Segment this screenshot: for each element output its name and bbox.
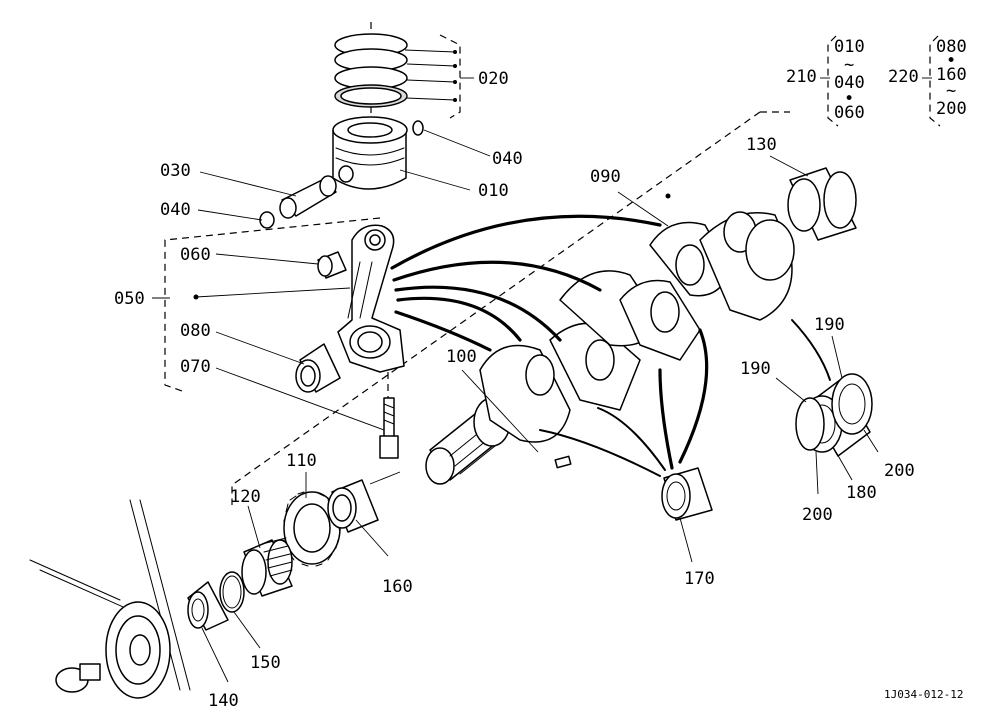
kit-220-item-3: 160	[936, 65, 967, 85]
callout-040-left: 040	[160, 200, 191, 220]
kit-210-item-2: ~	[844, 55, 854, 75]
callout-labels: 010 020 030 040 040 050 060 070 080 090 …	[114, 69, 915, 711]
crank-pin-bearing[interactable]	[295, 343, 341, 393]
kit-220-bracket	[929, 35, 941, 127]
small-end-bushing[interactable]	[317, 251, 347, 279]
kit-210-bracket	[827, 35, 839, 127]
connecting-rod-bolt[interactable]	[379, 397, 399, 459]
callout-010: 010	[478, 181, 509, 201]
front-collar[interactable]	[187, 581, 229, 631]
callout-030: 030	[160, 161, 191, 181]
callout-080: 080	[180, 321, 211, 341]
piston-pin[interactable]	[279, 175, 337, 219]
callout-130: 130	[746, 135, 777, 155]
callout-020: 020	[478, 69, 509, 89]
connecting-rod[interactable]	[337, 224, 405, 373]
main-bearing[interactable]	[661, 467, 713, 521]
piston[interactable]	[332, 116, 408, 190]
repair-kit-210: 210 010 ~ 040 • 060	[786, 37, 865, 123]
callout-150: 150	[250, 653, 281, 673]
crankshaft-pulley	[29, 499, 191, 699]
crankshaft[interactable]	[425, 211, 795, 485]
kit-220-label: 220	[888, 67, 919, 87]
callout-200-lower: 200	[802, 505, 833, 525]
callout-170: 170	[684, 569, 715, 589]
piston-rings[interactable]	[334, 33, 408, 108]
callout-060: 060	[180, 245, 211, 265]
thrust-washer-front[interactable]	[795, 397, 825, 451]
callout-050: 050	[114, 289, 145, 309]
kit-210-item-4: •	[844, 89, 854, 109]
repair-kit-220: 220 080 • 160 ~ 200	[888, 37, 967, 119]
piston-pin-snap-ring-left[interactable]	[259, 211, 275, 229]
callout-110: 110	[286, 451, 317, 471]
callout-100: 100	[446, 347, 477, 367]
callout-040-right: 040	[492, 149, 523, 169]
assembly-arrows	[390, 214, 831, 477]
callout-160: 160	[382, 577, 413, 597]
crankshaft-gear[interactable]	[283, 491, 341, 567]
crankshaft-sleeve[interactable]	[241, 537, 293, 597]
thrust-bearing[interactable]	[787, 167, 857, 241]
callout-120: 120	[230, 487, 261, 507]
callout-180: 180	[846, 483, 877, 503]
callout-200-right: 200	[884, 461, 915, 481]
conrod-group-bracket	[164, 217, 381, 393]
piston-pin-snap-ring-right[interactable]	[412, 120, 424, 136]
thrust-washer-rear[interactable]	[831, 373, 873, 435]
o-ring[interactable]	[219, 571, 245, 613]
kit-210-label: 210	[786, 67, 817, 87]
kit-220-item-4: ~	[946, 81, 956, 101]
kit-210-item-1: 010	[834, 37, 865, 57]
leader-lines	[152, 49, 879, 683]
kit-210-item-5: 060	[834, 103, 865, 123]
kit-210-item-3: 040	[834, 73, 865, 93]
callout-190-upper: 190	[814, 315, 845, 335]
piston-ring-group-bracket	[439, 34, 461, 119]
feather-key[interactable]	[554, 455, 572, 469]
callout-070: 070	[180, 357, 211, 377]
callout-140: 140	[208, 691, 239, 711]
crankshaft-group-outline	[231, 111, 790, 505]
crankshaft-collar[interactable]	[327, 479, 379, 533]
kit-220-item-1: 080	[936, 37, 967, 57]
figure-code: 1J034-012-12	[884, 688, 963, 701]
kit-220-item-2: •	[946, 51, 956, 71]
kit-220-item-5: 200	[936, 99, 967, 119]
callout-190-lower: 190	[740, 359, 771, 379]
callout-090: 090	[590, 167, 621, 187]
